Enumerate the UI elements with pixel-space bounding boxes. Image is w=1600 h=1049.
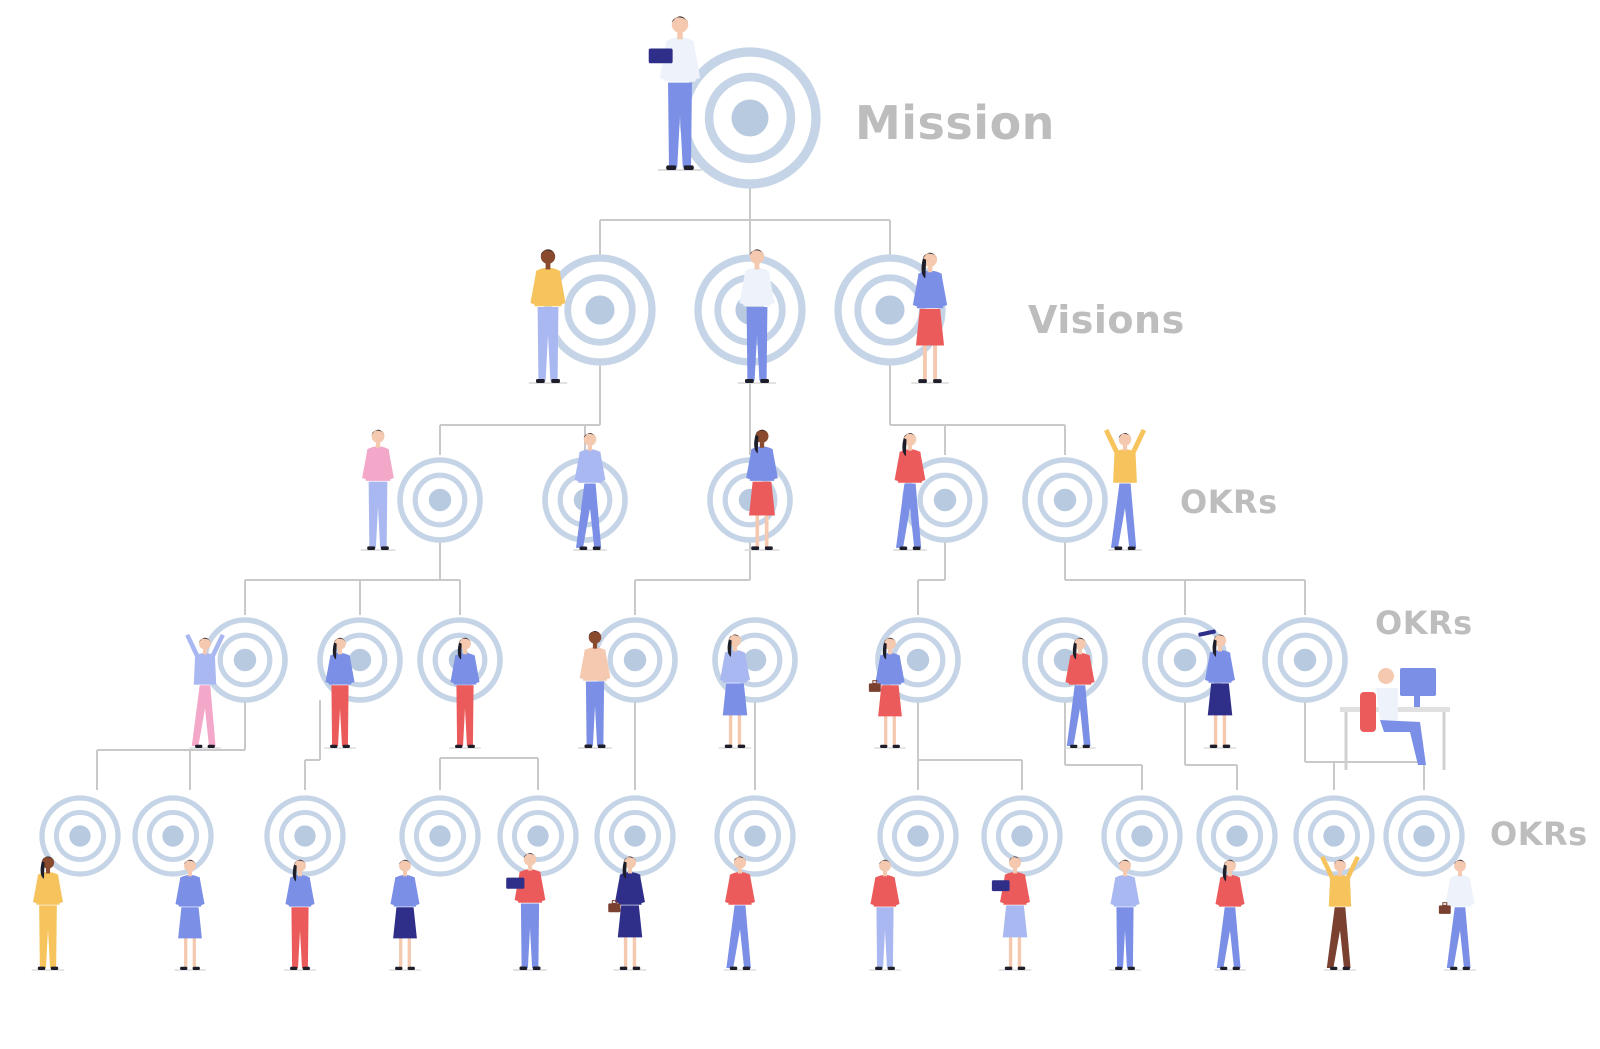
person-icon [1214,859,1246,971]
person-icon [718,634,752,749]
person-icon [528,249,568,384]
target-icon [714,795,796,877]
person-icon [578,631,612,749]
person-icon [868,637,906,749]
target-icon [981,795,1063,877]
person-icon [1438,859,1476,971]
target-icon [497,795,579,877]
person-icon [869,859,901,971]
person-icon [1104,428,1146,551]
person-icon [723,856,757,971]
person-icon [608,856,647,971]
tier-label-okrs-level-3: OKRs [1490,815,1588,853]
laptop-icon [991,880,1010,892]
person-icon [174,859,206,971]
person-icon [648,16,703,171]
target-icon [679,47,821,189]
telescope-icon [1198,629,1216,637]
person-icon [389,859,421,971]
tier-label-okrs-level-1: OKRs [1180,483,1278,521]
tier-label-visions: Visions [1028,298,1185,342]
person-icon [449,637,481,749]
person-icon [284,859,316,971]
target-icon [202,617,288,703]
laptop-icon [506,877,525,889]
target-icon [397,457,483,543]
person-icon [185,633,225,749]
briefcase-icon [608,900,621,913]
target-icon [1383,795,1465,877]
person-icon [324,637,356,749]
person-icon [360,429,396,551]
target-icon [399,795,481,877]
target-icon [39,795,121,877]
target-icon [1262,617,1348,703]
tier-label-okrs-level-2: OKRs [1375,604,1473,642]
target-icon [592,617,678,703]
target-icon [264,795,346,877]
desk-computer-icon [1340,668,1450,770]
tier-label-mission: Mission [855,96,1055,150]
person-icon [744,429,780,551]
person-icon [31,856,65,971]
person-icon [991,856,1032,971]
target-icon [1022,457,1108,543]
person-icon [1064,637,1096,749]
person-icon [1109,859,1141,971]
target-icon [1022,617,1108,703]
target-icon [132,795,214,877]
person-icon [737,249,777,384]
target-icon [834,254,946,366]
people-layer [31,16,1476,971]
target-icon [1293,795,1375,877]
target-icon [1101,795,1183,877]
target-icon [544,254,656,366]
connector-lines [96,185,1425,790]
laptop-icon [648,48,673,64]
target-icon [877,795,959,877]
person-icon [911,252,949,384]
briefcase-icon [868,680,881,692]
target-icon [1196,795,1278,877]
person-icon [1198,629,1237,749]
briefcase-icon [1438,902,1451,914]
person-icon [506,853,547,971]
